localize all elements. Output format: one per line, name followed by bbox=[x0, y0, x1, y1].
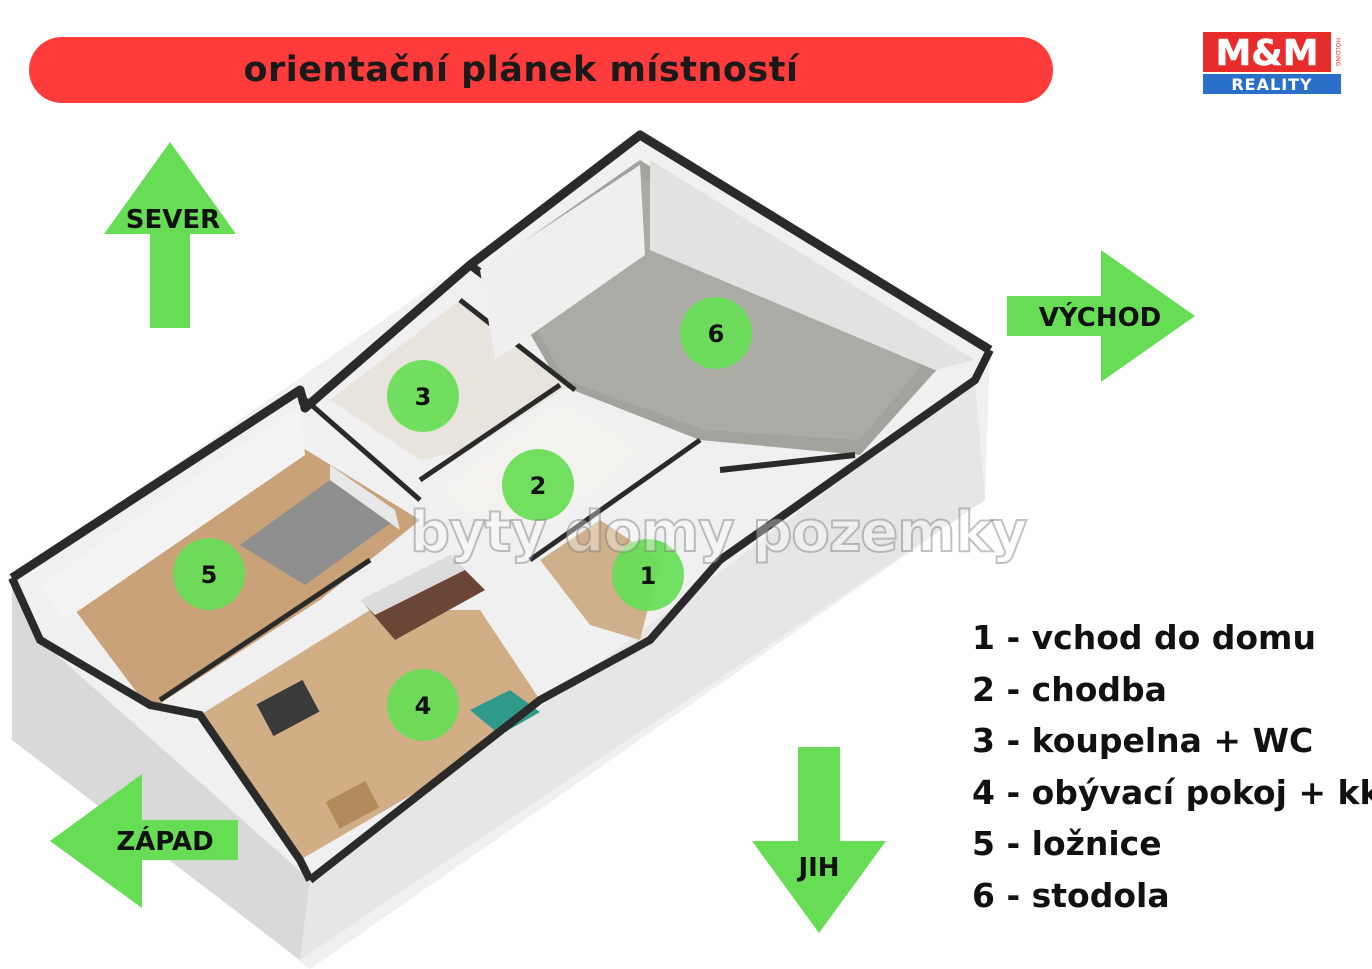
mm-reality-logo: M&M REALITY HOLDING bbox=[1203, 32, 1341, 94]
room-marker-2: 2 bbox=[502, 449, 574, 521]
front-wall bbox=[8, 576, 314, 882]
west-label: ZÁPAD bbox=[116, 825, 213, 857]
north-label: SEVER bbox=[126, 205, 220, 235]
south-arrow: JIH bbox=[752, 747, 886, 933]
room-number-label: 1 bbox=[640, 562, 657, 590]
room-legend: 1 - vchod do domu 2 - chodba 3 - koupeln… bbox=[972, 612, 1372, 921]
page-title: orientační plánek místností bbox=[243, 50, 799, 90]
outer-wall bbox=[9, 130, 993, 582]
room-number-label: 2 bbox=[530, 472, 547, 500]
room-number-label: 6 bbox=[708, 320, 725, 348]
bedroom-back-wall bbox=[40, 405, 305, 620]
floor-plan: 1 2 3 4 5 6 bbox=[8, 130, 994, 969]
living-floor bbox=[200, 610, 540, 860]
legend-item: 1 - vchod do domu bbox=[972, 618, 1316, 657]
dining-table bbox=[470, 690, 540, 735]
east-label: VÝCHOD bbox=[1039, 301, 1162, 333]
watermark-text: byty domy pozemky bbox=[409, 499, 1028, 566]
base-front-face bbox=[12, 578, 310, 960]
interior-wall-b bbox=[458, 298, 577, 392]
bed bbox=[240, 480, 395, 585]
legend-item: 3 - koupelna + WC bbox=[972, 721, 1314, 760]
legend-item: 2 - chodba bbox=[972, 669, 1167, 709]
barn-right-wall-face bbox=[650, 160, 975, 370]
west-arrow: ZÁPAD bbox=[50, 774, 238, 908]
interior-wall-e bbox=[528, 437, 702, 563]
room-marker-4: 4 bbox=[387, 669, 459, 741]
svg-text:M&M: M&M bbox=[1215, 33, 1318, 74]
north-arrow: SEVER bbox=[104, 142, 236, 328]
room-marker-3: 3 bbox=[387, 360, 459, 432]
title-banner: orientační plánek místností bbox=[29, 37, 1053, 103]
south-label: JIH bbox=[796, 853, 839, 883]
barn-inner-wall bbox=[719, 452, 856, 473]
room-number-label: 3 bbox=[415, 383, 432, 411]
tv bbox=[256, 679, 320, 737]
base-right-face bbox=[300, 380, 985, 960]
room-number-label: 4 bbox=[415, 692, 432, 720]
interior-wall-d bbox=[158, 557, 372, 703]
legend-item: 6 - stodola bbox=[972, 875, 1170, 915]
right-wall bbox=[307, 348, 994, 884]
east-arrow: VÝCHOD bbox=[1007, 250, 1195, 382]
kitchen-counter bbox=[365, 560, 485, 640]
svg-text:HOLDING: HOLDING bbox=[1334, 38, 1341, 66]
room-marker-6: 6 bbox=[680, 297, 752, 369]
kitchen-top bbox=[360, 555, 465, 615]
room-marker-1: 1 bbox=[612, 539, 684, 611]
barn-back-wall-face bbox=[480, 165, 645, 360]
legend-item: 4 - obývací pokoj + kk bbox=[972, 772, 1372, 812]
legend-item: 5 - ložnice bbox=[972, 824, 1162, 863]
interior-wall-a bbox=[298, 393, 422, 502]
bed-headboard bbox=[330, 465, 400, 530]
svg-text:REALITY: REALITY bbox=[1231, 75, 1312, 94]
coffee-table bbox=[325, 780, 380, 829]
room-marker-5: 5 bbox=[173, 538, 245, 610]
room-number-label: 5 bbox=[201, 561, 218, 589]
interior-wall-c bbox=[418, 382, 562, 483]
